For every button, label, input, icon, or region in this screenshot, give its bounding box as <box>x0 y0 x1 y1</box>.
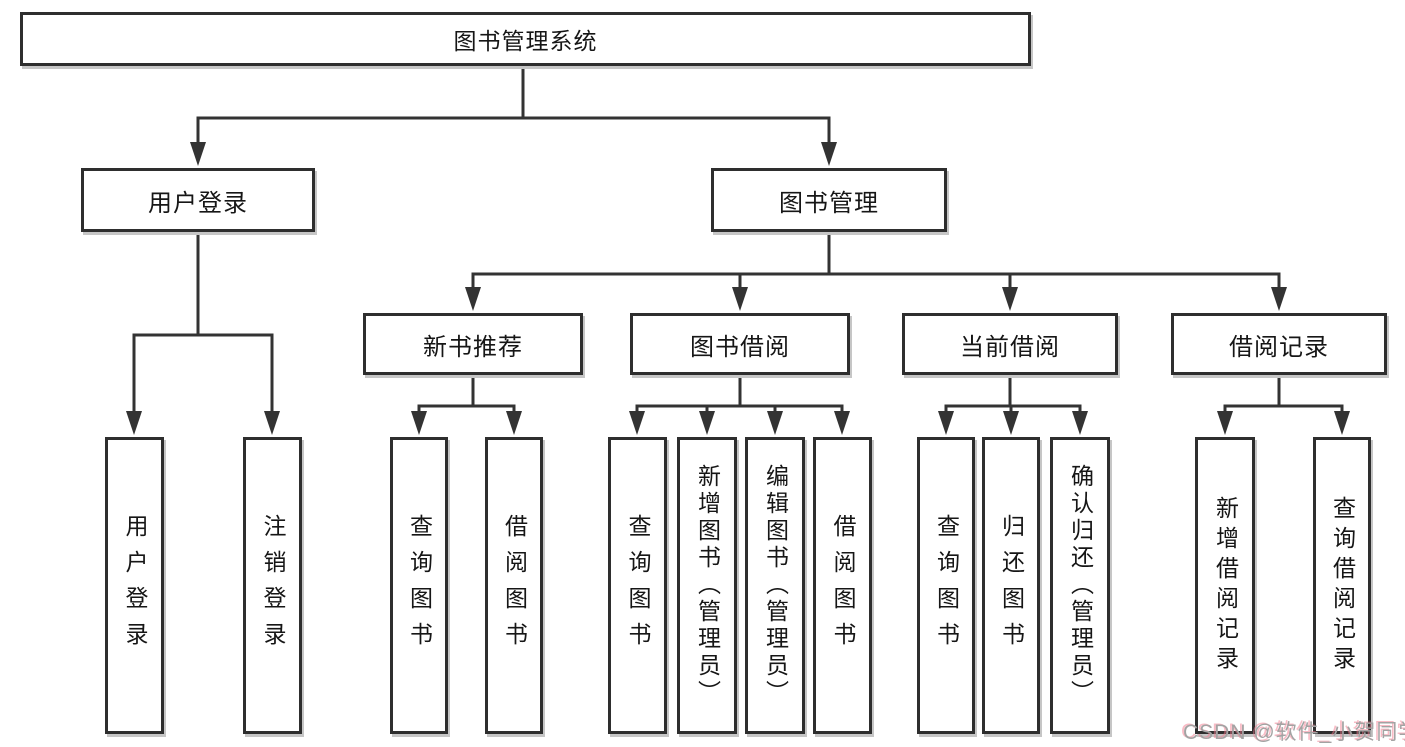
node-book-borrow: 图书借阅 <box>630 313 850 375</box>
node-current-borrow: 当前借阅 <box>902 313 1118 375</box>
leaf-query-borrow-record: 查询借阅记录 <box>1313 437 1371 734</box>
leaf-user-login: 用户登录 <box>105 437 164 734</box>
leaf-borrow-book-1: 借阅图书 <box>485 437 543 734</box>
csdn-watermark: CSDN @软件_小贺同学 <box>1183 721 1405 744</box>
node-system-root: 图书管理系统 <box>20 12 1031 66</box>
leaf-label: 查询借阅记录 <box>1329 495 1356 676</box>
leaf-label: 注销登录 <box>260 513 286 658</box>
leaf-label: 借阅图书 <box>830 513 856 658</box>
leaf-label: 查询图书 <box>406 513 433 658</box>
leaf-add-borrow-record: 新增借阅记录 <box>1195 437 1255 734</box>
leaf-add-book-admin: 新增图书（管理员） <box>677 437 737 734</box>
node-borrow-records: 借阅记录 <box>1171 313 1387 375</box>
leaf-return-book: 归还图书 <box>982 437 1040 734</box>
node-new-book-recommend: 新书推荐 <box>363 313 583 375</box>
leaf-label: 确认归还（管理员） <box>1067 464 1094 707</box>
leaf-query-book-3: 查询图书 <box>917 437 975 734</box>
leaf-label: 用户登录 <box>122 513 148 658</box>
leaf-label: 查询图书 <box>933 513 960 658</box>
node-book-management: 图书管理 <box>711 168 947 232</box>
leaf-logout: 注销登录 <box>243 437 302 734</box>
arrowheads <box>126 142 1350 435</box>
leaf-label: 新增借阅记录 <box>1212 495 1239 676</box>
node-user-login: 用户登录 <box>81 168 315 232</box>
leaf-confirm-return-admin: 确认归还（管理员） <box>1050 437 1110 734</box>
leaf-label: 查询图书 <box>625 513 651 658</box>
leaf-edit-book-admin: 编辑图书（管理员） <box>745 437 805 734</box>
leaf-label: 借阅图书 <box>501 513 528 658</box>
leaf-label: 编辑图书（管理员） <box>762 464 789 707</box>
leaf-label: 归还图书 <box>998 513 1025 658</box>
leaf-borrow-book-2: 借阅图书 <box>813 437 872 734</box>
leaf-label: 新增图书（管理员） <box>694 464 721 707</box>
leaf-query-book-2: 查询图书 <box>608 437 667 734</box>
leaf-query-book-1: 查询图书 <box>390 437 448 734</box>
